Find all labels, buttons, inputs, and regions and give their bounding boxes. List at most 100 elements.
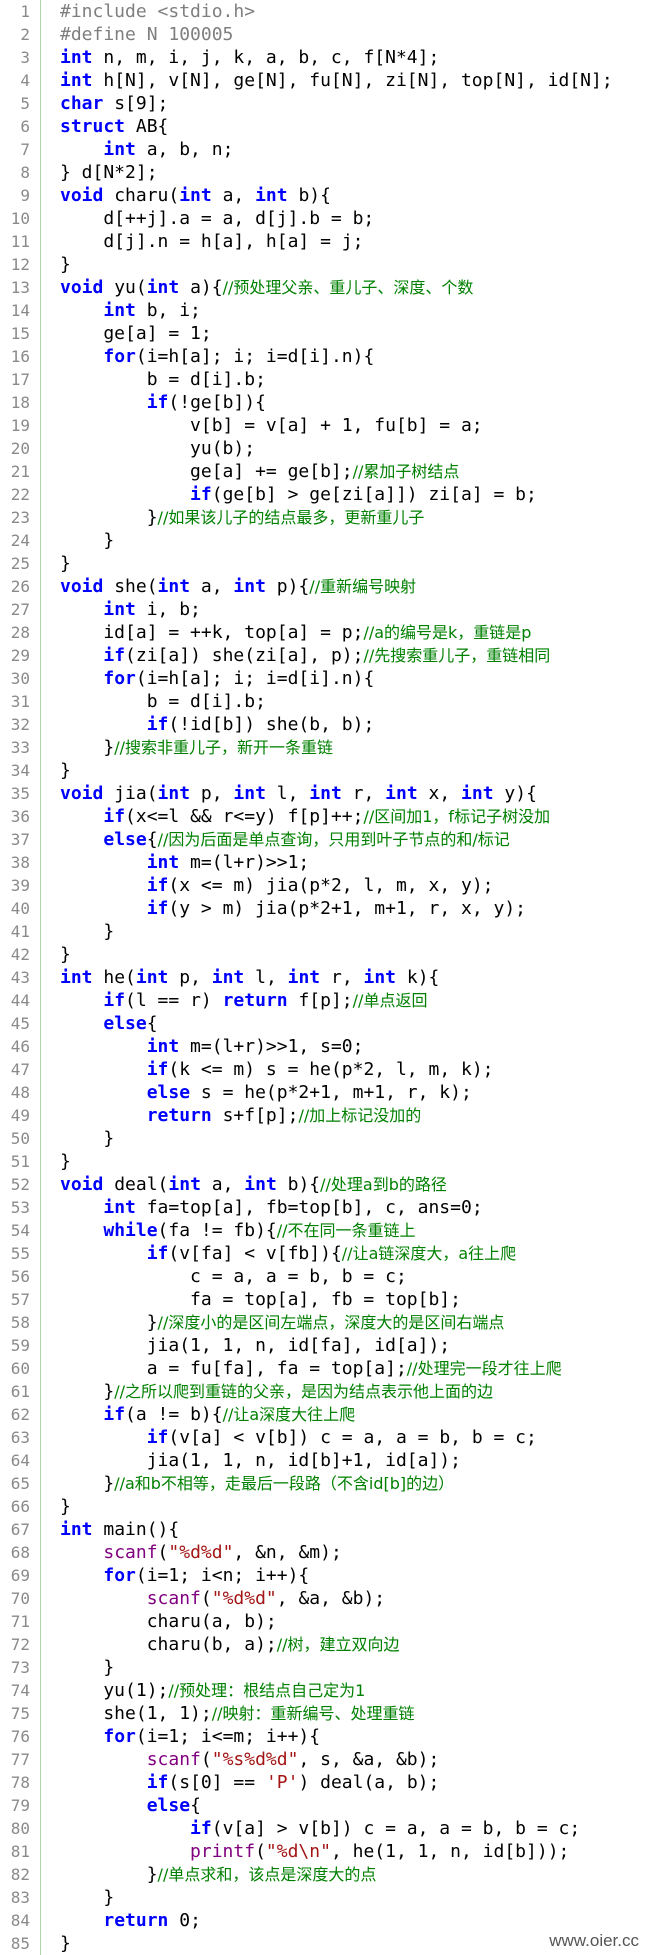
code-line[interactable]: 19 v[b] = v[a] + 1, fu[b] = a;: [0, 414, 649, 437]
code-line[interactable]: 63 if(v[a] < v[b]) c = a, a = b, b = c;: [0, 1426, 649, 1449]
code-line[interactable]: 17 b = d[i].b;: [0, 368, 649, 391]
code-line[interactable]: 70 scanf("%d%d", &a, &b);: [0, 1587, 649, 1610]
code-line[interactable]: 69 for(i=1; i<n; i++){: [0, 1564, 649, 1587]
code-line[interactable]: 81 printf("%d\n", he(1, 1, n, id[b]));: [0, 1840, 649, 1863]
code-text: b = d[i].b;: [60, 690, 266, 713]
code-line[interactable]: 59 jia(1, 1, n, id[fa], id[a]);: [0, 1334, 649, 1357]
code-line[interactable]: 50 }: [0, 1127, 649, 1150]
code-line[interactable]: 55 if(v[fa] < v[fb]){//让a链深度大，a往上爬: [0, 1242, 649, 1265]
code-line[interactable]: 78 if(s[0] == 'P') deal(a, b);: [0, 1771, 649, 1794]
code-line[interactable]: 68 scanf("%d%d", &n, &m);: [0, 1541, 649, 1564]
code-line[interactable]: 72 charu(b, a);//树，建立双向边: [0, 1633, 649, 1656]
line-number: 38: [10, 853, 30, 872]
code-line[interactable]: 79 else{: [0, 1794, 649, 1817]
code-line[interactable]: 64 jia(1, 1, n, id[b]+1, id[a]);: [0, 1449, 649, 1472]
code-line[interactable]: 36 if(x<=l && r<=y) f[p]++;//区间加1，f标记子树没…: [0, 805, 649, 828]
code-line[interactable]: 61 }//之所以爬到重链的父亲，是因为结点表示他上面的边: [0, 1380, 649, 1403]
code-line[interactable]: 60 a = fu[fa], fa = top[a];//处理完一段才往上爬: [0, 1357, 649, 1380]
code-line[interactable]: 32 if(!id[b]) she(b, b);: [0, 713, 649, 736]
code-line[interactable]: 24 }: [0, 529, 649, 552]
code-line[interactable]: 45 else{: [0, 1012, 649, 1035]
code-line[interactable]: 25}: [0, 552, 649, 575]
code-text: if(v[a] < v[b]) c = a, a = b, b = c;: [60, 1426, 537, 1449]
comment-token: //单点返回: [352, 991, 428, 1010]
code-line[interactable]: 83 }: [0, 1886, 649, 1909]
code-line[interactable]: 48 else s = he(p*2+1, m+1, r, k);: [0, 1081, 649, 1104]
code-line[interactable]: 77 scanf("%s%d%d", s, &a, &b);: [0, 1748, 649, 1771]
code-line[interactable]: 49 return s+f[p];//加上标记没加的: [0, 1104, 649, 1127]
code-line[interactable]: 8} d[N*2];: [0, 161, 649, 184]
code-line[interactable]: 2#define N 100005: [0, 23, 649, 46]
code-line[interactable]: 71 charu(a, b);: [0, 1610, 649, 1633]
code-text: charu(a, b);: [60, 1610, 277, 1633]
code-line[interactable]: 82 }//单点求和，该点是深度大的点: [0, 1863, 649, 1886]
code-line[interactable]: 65 }//a和b不相等，走最后一段路（不含id[b]的边）: [0, 1472, 649, 1495]
code-line[interactable]: 85}: [0, 1932, 649, 1955]
code-line[interactable]: 44 if(l == r) return f[p];//单点返回: [0, 989, 649, 1012]
code-line[interactable]: 66}: [0, 1495, 649, 1518]
code-line[interactable]: 39 if(x <= m) jia(p*2, l, m, x, y);: [0, 874, 649, 897]
code-line[interactable]: 33 }//搜索非重儿子，新开一条重链: [0, 736, 649, 759]
code-text: yu(1);//预处理：根结点自己定为1: [60, 1679, 365, 1702]
code-line[interactable]: 46 int m=(l+r)>>1, s=0;: [0, 1035, 649, 1058]
code-text: d[j].n = h[a], h[a] = j;: [60, 230, 363, 253]
code-line[interactable]: 74 yu(1);//预处理：根结点自己定为1: [0, 1679, 649, 1702]
code-line[interactable]: 27 int i, b;: [0, 598, 649, 621]
code-line[interactable]: 30 for(i=h[a]; i; i=d[i].n){: [0, 667, 649, 690]
code-text: scanf("%d%d", &n, &m);: [60, 1541, 341, 1564]
code-line[interactable]: 75 she(1, 1);//映射：重新编号、处理重链: [0, 1702, 649, 1725]
code-line[interactable]: 10 d[++j].a = a, d[j].b = b;: [0, 207, 649, 230]
code-line[interactable]: 22 if(ge[b] > ge[zi[a]]) zi[a] = b;: [0, 483, 649, 506]
code-line[interactable]: 41 }: [0, 920, 649, 943]
code-line[interactable]: 40 if(y > m) jia(p*2+1, m+1, r, x, y);: [0, 897, 649, 920]
code-line[interactable]: 47 if(k <= m) s = he(p*2, l, m, k);: [0, 1058, 649, 1081]
code-line[interactable]: 58 }//深度小的是区间左端点，深度大的是区间右端点: [0, 1311, 649, 1334]
code-line[interactable]: 23 }//如果该儿子的结点最多，更新重儿子: [0, 506, 649, 529]
code-text: a = fu[fa], fa = top[a];//处理完一段才往上爬: [60, 1357, 562, 1380]
code-line[interactable]: 18 if(!ge[b]){: [0, 391, 649, 414]
code-line[interactable]: 37 else{//因为后面是单点查询，只用到叶子节点的和/标记: [0, 828, 649, 851]
code-line[interactable]: 34}: [0, 759, 649, 782]
code-line[interactable]: 62 if(a != b){//让a深度大往上爬: [0, 1403, 649, 1426]
code-line[interactable]: 76 for(i=1; i<=m; i++){: [0, 1725, 649, 1748]
code-line[interactable]: 42}: [0, 943, 649, 966]
code-line[interactable]: 73 }: [0, 1656, 649, 1679]
code-line[interactable]: 15 ge[a] = 1;: [0, 322, 649, 345]
code-line[interactable]: 56 c = a, a = b, b = c;: [0, 1265, 649, 1288]
code-token: a){: [179, 277, 223, 298]
code-token: y){: [493, 783, 537, 804]
code-line[interactable]: 1#include <stdio.h>: [0, 0, 649, 23]
code-line[interactable]: 21 ge[a] += ge[b];//累加子树结点: [0, 460, 649, 483]
code-line[interactable]: 29 if(zi[a]) she(zi[a], p);//先搜索重儿子，重链相同: [0, 644, 649, 667]
line-number: 39: [10, 876, 30, 895]
code-text: for(i=h[a]; i; i=d[i].n){: [60, 667, 374, 690]
code-line[interactable]: 57 fa = top[a], fb = top[b];: [0, 1288, 649, 1311]
code-line[interactable]: 11 d[j].n = h[a], h[a] = j;: [0, 230, 649, 253]
code-line[interactable]: 12}: [0, 253, 649, 276]
code-line[interactable]: 84 return 0;: [0, 1909, 649, 1932]
code-line[interactable]: 31 b = d[i].b;: [0, 690, 649, 713]
code-line[interactable]: 53 int fa=top[a], fb=top[b], c, ans=0;: [0, 1196, 649, 1219]
code-line[interactable]: 38 int m=(l+r)>>1;: [0, 851, 649, 874]
code-line[interactable]: 14 int b, i;: [0, 299, 649, 322]
code-line[interactable]: 51}: [0, 1150, 649, 1173]
code-line[interactable]: 54 while(fa != fb){//不在同一条重链上: [0, 1219, 649, 1242]
code-line[interactable]: 7 int a, b, n;: [0, 138, 649, 161]
keyword-token: void: [60, 783, 104, 804]
code-line[interactable]: 28 id[a] = ++k, top[a] = p;//a的编号是k，重链是p: [0, 621, 649, 644]
code-line[interactable]: 16 for(i=h[a]; i; i=d[i].n){: [0, 345, 649, 368]
code-line[interactable]: 80 if(v[a] > v[b]) c = a, a = b, b = c;: [0, 1817, 649, 1840]
code-line[interactable]: 20 yu(b);: [0, 437, 649, 460]
